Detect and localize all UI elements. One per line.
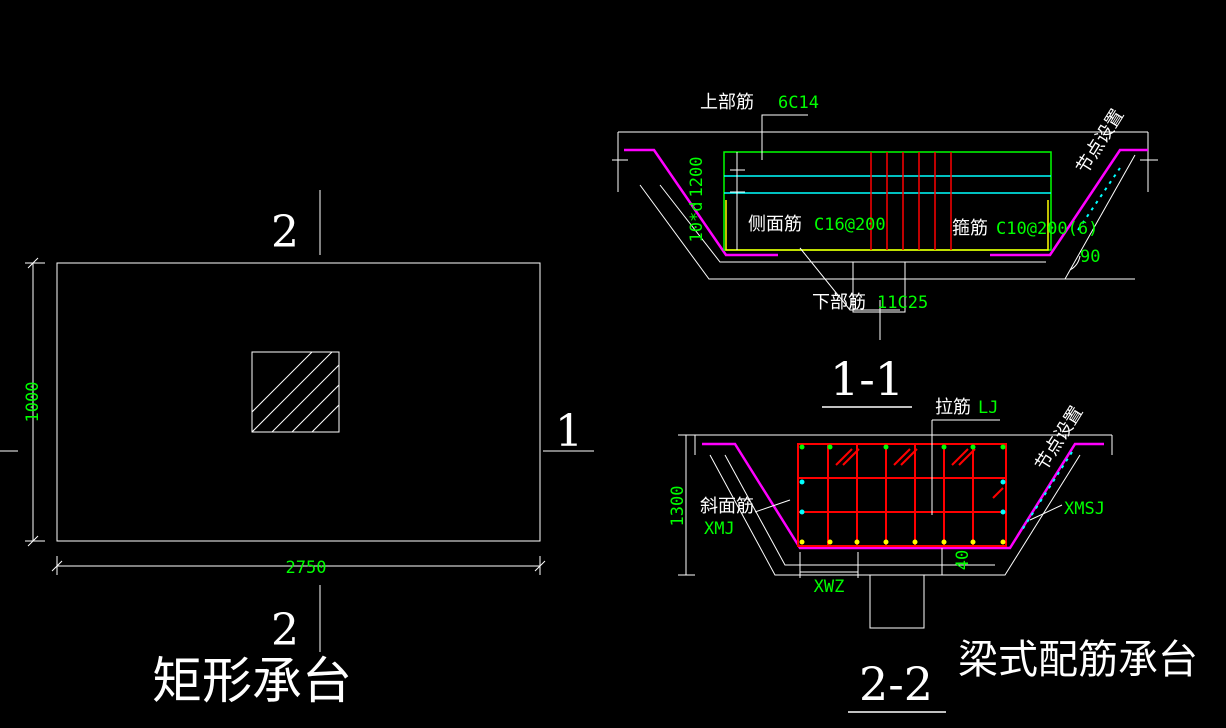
slope-rebar-1-1 [624,148,778,257]
plan-title: 矩形承台 [152,652,352,710]
plan-view: 2 2 1 1000 2750 矩形承台 [0,190,594,710]
drawing-title: 梁式配筋承台 [958,637,1198,683]
rebar-dots [799,444,1006,545]
dim-1200: 1200 [687,157,707,198]
top-bar-value: 6C14 [778,93,819,113]
bottom-bar-value: 11C25 [877,293,928,313]
pile-cap-outline [56,262,541,542]
tie-label: 拉筋 [935,397,971,418]
slant-value: XMJ [704,519,735,539]
tie-value: LJ [978,398,998,418]
bottom-bar-label: 下部筋 [812,292,866,313]
dim-anchor: 10*d [687,202,707,243]
section-1-1: 上部筋 6C14 1200 10*d 侧面筋 C16@200 箍筋 C10@20… [612,92,1158,408]
side-bar-value: C16@200 [814,215,886,235]
column-hatch [251,351,340,433]
right-slant-value: XMSJ [1064,499,1105,519]
stirrup-label: 箍筋 [952,218,988,239]
width-value: XWZ [814,577,845,597]
plan-dim-width: 2750 [286,558,327,578]
stirrups-1-1 [870,152,952,250]
slant-label: 斜面筋 [700,496,754,517]
plan-dim-height: 1000 [23,382,43,423]
dim-40: 40 [953,550,973,570]
section-mark-bottom: 2 [271,605,299,656]
slope-rebar-2-2 [702,442,1104,550]
side-bar-label: 侧面筋 [748,214,802,235]
dim-1300: 1300 [668,486,688,527]
section-1-1-title: 1-1 [830,352,904,406]
section-2-2-title: 2-2 [859,657,933,711]
angle-value: 90 [1080,247,1100,267]
rebar-grid-2-2 [797,443,1007,547]
node-note-2-2: 节点设置 [1031,402,1087,474]
node-note-1-1: 节点设置 [1072,105,1128,177]
top-bar-label: 上部筋 [700,92,754,113]
section-mark-right: 1 [555,406,583,457]
section-mark-top: 2 [271,207,299,258]
stirrup-value: C10@200(6) [996,219,1098,239]
